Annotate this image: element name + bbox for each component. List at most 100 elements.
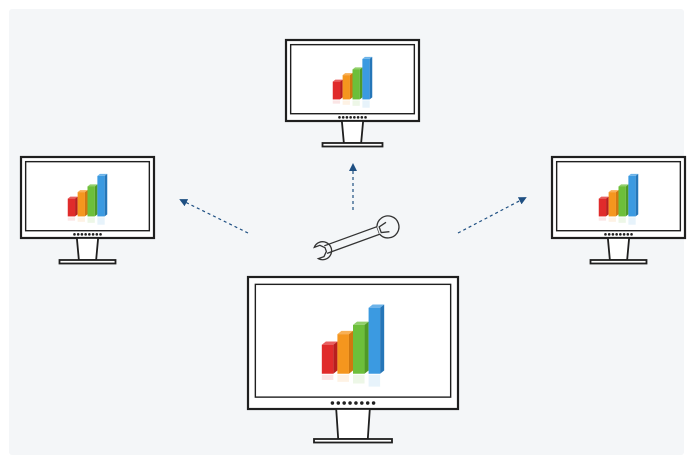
monitor-control-dot	[91, 233, 95, 236]
monitor-control-dot	[349, 116, 352, 119]
bar-top	[97, 173, 108, 176]
bar-front	[77, 192, 85, 217]
bar-side	[349, 73, 353, 100]
bar-side	[75, 196, 78, 217]
monitor-control-dot	[615, 233, 618, 236]
bar-front	[97, 175, 105, 217]
bar-top	[368, 304, 385, 308]
bar-reflection	[321, 374, 334, 380]
monitors	[19, 38, 687, 444]
bar-front	[352, 69, 360, 100]
bar-side	[333, 341, 338, 374]
bar-side	[359, 67, 363, 100]
bar-front	[87, 186, 95, 217]
wrench-icon	[313, 215, 400, 261]
monitor-center	[246, 275, 460, 444]
bar-top	[67, 196, 78, 199]
bar-front	[353, 324, 365, 374]
monitor-control-dot	[356, 116, 360, 119]
bar-reflection	[362, 100, 370, 108]
bar-side	[369, 56, 373, 100]
bar-side	[615, 190, 619, 217]
monitor-control-dot	[73, 233, 76, 236]
bar-chart-icon	[67, 173, 108, 225]
bar-top	[598, 196, 609, 199]
bar-front	[362, 58, 370, 100]
bar-top	[618, 184, 629, 187]
bar-reflection	[337, 374, 349, 382]
monitor-left	[19, 155, 156, 265]
bar-front	[598, 198, 607, 217]
bar-side	[380, 304, 385, 374]
monitor-control-dot	[345, 116, 349, 119]
monitor-control-dot	[607, 233, 611, 236]
monitor-control-dot	[342, 401, 346, 405]
bar-top	[362, 56, 373, 59]
bar-front	[321, 344, 334, 374]
bar-top	[332, 79, 343, 82]
monitor-control-dot	[84, 233, 87, 236]
monitor-control-dot	[622, 233, 626, 236]
bar-side	[84, 190, 88, 217]
monitor-right	[550, 155, 687, 265]
monitor-control-dot	[348, 401, 352, 405]
monitor-control-dot	[99, 233, 102, 236]
bar-top	[353, 321, 369, 325]
monitor-control-dot	[626, 233, 630, 236]
monitor-control-dot	[88, 233, 91, 236]
monitor-control-dot	[360, 401, 364, 405]
edges	[179, 163, 527, 234]
bar-chart-icon	[321, 304, 385, 387]
bar-reflection	[342, 100, 350, 105]
monitor-control-dot	[611, 233, 615, 236]
bar-side	[94, 184, 98, 217]
bar-side	[364, 321, 369, 374]
monitor-base	[313, 438, 393, 444]
bar-reflection	[352, 100, 360, 106]
monitor-control-dot	[360, 116, 364, 119]
monitor-control-dot	[364, 116, 367, 119]
bar-reflection	[618, 217, 626, 223]
arrow-to-right-monitor	[457, 197, 527, 234]
bar-reflection	[608, 217, 616, 222]
bar-top	[608, 190, 619, 193]
bar-side	[635, 173, 639, 217]
monitor-screen	[289, 43, 416, 115]
bar-side	[625, 184, 629, 217]
bar-reflection	[332, 100, 341, 104]
bar-front	[368, 307, 381, 374]
bar-chart-icon	[598, 173, 639, 225]
monitor-control-dot	[76, 233, 80, 236]
monitor-stand	[606, 237, 631, 261]
bar-front	[67, 198, 76, 217]
monitor-base	[58, 259, 117, 265]
bar-side	[348, 330, 353, 374]
arrow-to-left-monitor	[179, 199, 249, 234]
bar-reflection	[67, 217, 76, 221]
bar-top	[87, 184, 98, 187]
bar-top	[337, 330, 353, 335]
monitor-top	[284, 38, 421, 148]
bar-chart-icon	[332, 56, 373, 108]
bar-reflection	[628, 217, 636, 225]
monitor-stand	[340, 120, 365, 144]
bar-front	[608, 192, 616, 217]
bar-front	[628, 175, 636, 217]
bar-side	[104, 173, 108, 217]
bar-reflection	[87, 217, 95, 223]
bar-side	[606, 196, 609, 217]
monitor-control-dot	[336, 401, 341, 405]
bar-reflection	[353, 374, 365, 384]
monitor-base	[321, 142, 384, 148]
monitor-stand	[75, 237, 100, 261]
monitor-control-dot	[365, 401, 370, 405]
bar-reflection	[368, 374, 381, 387]
monitor-control-dot	[353, 116, 356, 119]
monitor-control-dot	[330, 401, 335, 405]
monitor-control-dot	[95, 233, 99, 236]
bar-reflection	[77, 217, 85, 222]
monitor-control-dot	[619, 233, 622, 236]
bar-top	[628, 173, 639, 176]
